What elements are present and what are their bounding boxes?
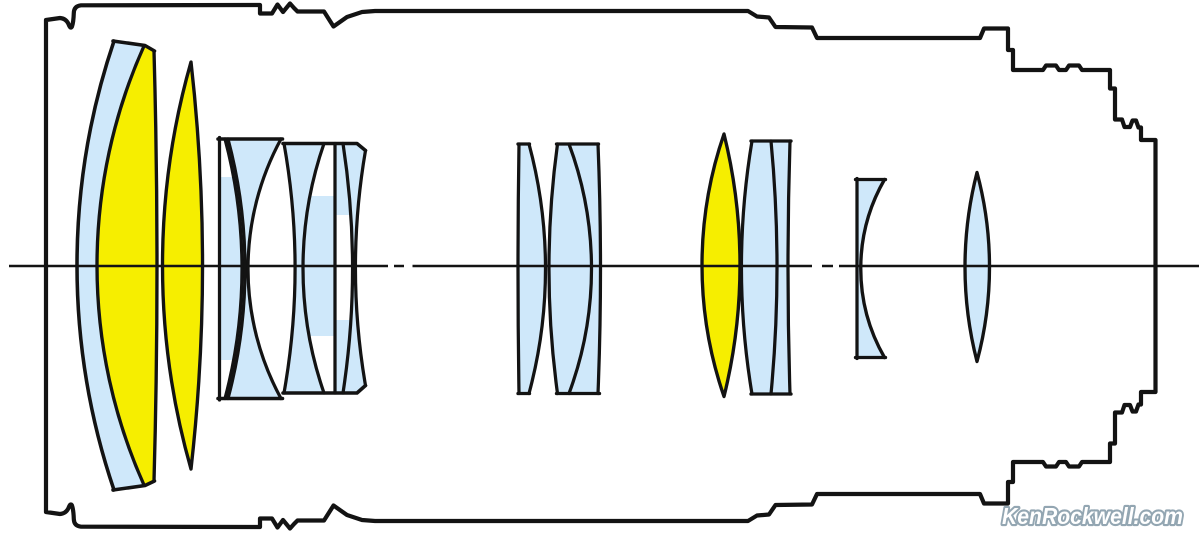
element-3-rear-surface [223,137,244,401]
element-5-thin-concave-blue [284,143,324,393]
element-2-outline [160,60,205,471]
element-12-meniscus-blue [741,141,778,394]
group2-box2-bottom-edge [281,383,368,395]
element-9-cement-surface [567,142,594,396]
lens-barrel-outline [43,1,1158,531]
element-1-front-surface [75,39,116,492]
uncolored-air-band-mid [336,215,353,320]
element-5-front-surface [282,141,297,395]
element-11-outline [700,132,742,399]
element-1-rear-surface [152,49,159,483]
element-8-plano-convex-blue [517,144,546,394]
element-4-front-surface [226,137,247,401]
element-5-rear-surface [301,141,326,395]
element-10-thin-negative-blue [569,144,601,394]
element-4-rear-surface [246,137,283,401]
element-1-top-edge [111,39,157,53]
element-1-cement-surface [95,44,146,487]
element-12-front-surface [739,139,754,396]
element-1-front-meniscus-blue [77,41,144,490]
group2-box2-top-edge [281,141,368,153]
element-10-rear-surface [596,142,603,396]
watermark-text: KenRockwell.com [1002,503,1183,529]
element-13-rear-surface [786,139,792,396]
element-12-cement-surface [769,139,779,396]
element-8-front-surface [516,142,521,396]
element-1-bottom-edge [111,479,157,492]
element-9-biconvex-blue [548,144,592,394]
element-14-plano-concave-blue [857,179,884,358]
element-14-rear-surface [859,177,887,360]
element-8-rear-surface [527,142,548,396]
element-9-front-surface [547,142,560,396]
element-7-rear-surface [353,148,368,388]
element-6-rear-surface [341,141,355,395]
element-15-outline [963,170,992,364]
